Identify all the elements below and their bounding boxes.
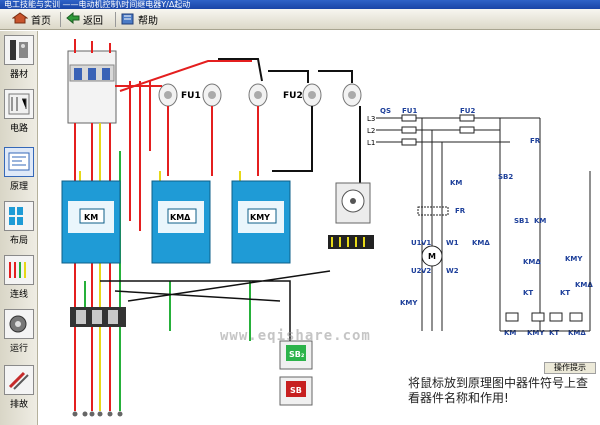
- coil-km-label: KM: [504, 329, 516, 337]
- fr-contact-label: FR: [530, 137, 541, 145]
- sb1-label: SB: [290, 386, 302, 395]
- sidebar-label: 器材: [9, 70, 28, 80]
- wiring-icon: [4, 255, 34, 285]
- sidebar-item-troubleshoot[interactable]: 排故: [2, 365, 36, 417]
- coil-kmd-label: KMΔ: [568, 329, 586, 337]
- help-icon: [121, 12, 135, 28]
- wiring-diagram: FU1 FU2 KM KMΔ: [61, 39, 374, 417]
- toolbar: 首页 返回 帮助: [0, 9, 600, 30]
- diagram-canvas: FU1 FU2 KM KMΔ: [40, 31, 600, 425]
- thermal-relay-fr[interactable]: [70, 307, 126, 327]
- hint-text: 将鼠标放到原理图中器件符号上查看器件名称和作用!: [408, 376, 589, 405]
- w2-label: W2: [446, 267, 459, 275]
- layout-icon: [4, 201, 34, 231]
- back-label: 返回: [83, 16, 103, 27]
- time-relay[interactable]: [328, 182, 374, 249]
- kmd-contact-label-2: KMΔ: [575, 281, 593, 289]
- sidebar-item-equipment[interactable]: 器材: [2, 35, 36, 87]
- sidebar-item-wiring[interactable]: 连线: [2, 255, 36, 307]
- v2-label: V2: [421, 267, 431, 275]
- w1-label: W1: [446, 239, 459, 247]
- u1-label: U1: [411, 239, 422, 247]
- sb1-schematic-label: SB1: [514, 217, 529, 225]
- home-icon: [11, 12, 29, 27]
- v1-label: V1: [421, 239, 431, 247]
- kmy-schematic-label: KMY: [400, 299, 418, 307]
- circuit-icon: [4, 89, 34, 119]
- circuit-breaker[interactable]: [67, 50, 117, 124]
- sidebar: 器材 电路 原理 布局 连线 运行 排故: [0, 31, 38, 425]
- contactor-kmd[interactable]: [151, 180, 211, 264]
- fu1-label: FU1: [181, 91, 201, 101]
- fu2-label: FU2: [283, 91, 303, 101]
- troubleshoot-icon: [4, 365, 34, 395]
- sidebar-item-run[interactable]: 运行: [2, 309, 36, 361]
- terminal-block: [72, 411, 123, 417]
- sidebar-item-circuit[interactable]: 电路: [2, 89, 36, 141]
- fuse-fu1[interactable]: [158, 83, 268, 107]
- coil-kmy-label: KMY: [527, 329, 545, 337]
- kmd-schematic-label: KMΔ: [472, 239, 490, 247]
- sb2-schematic-label: SB2: [498, 173, 513, 181]
- kt-contact-label-2: KT: [560, 289, 570, 297]
- km-contact-label: KM: [534, 217, 546, 225]
- equipment-icon: [4, 35, 34, 65]
- help-button[interactable]: 帮助: [121, 11, 158, 28]
- sidebar-label: 电路: [9, 124, 28, 134]
- kmd-label: KMΔ: [170, 213, 191, 222]
- schematic-icon: [4, 147, 34, 177]
- km-schematic-label: KM: [450, 179, 462, 187]
- hint-tab[interactable]: 操作提示: [544, 362, 596, 374]
- home-button[interactable]: 首页: [11, 11, 51, 28]
- sidebar-item-schematic[interactable]: 原理: [2, 147, 36, 199]
- kmd-contact-label: KMΔ: [523, 258, 541, 266]
- km-label: KM: [84, 213, 98, 222]
- contactor-km[interactable]: [61, 180, 121, 264]
- qs-label: QS: [380, 107, 391, 115]
- home-label: 首页: [31, 16, 51, 27]
- sidebar-item-layout[interactable]: 布局: [2, 201, 36, 253]
- sidebar-label: 连线: [9, 290, 28, 300]
- run-icon: [4, 309, 34, 339]
- back-button[interactable]: 返回: [66, 11, 103, 28]
- back-arrow-icon: [66, 11, 80, 27]
- sidebar-label: 排故: [9, 400, 28, 410]
- fu2-schematic-label: FU2: [460, 107, 475, 115]
- coil-kt-label: KT: [549, 329, 559, 337]
- contactor-kmy[interactable]: [231, 180, 291, 264]
- sidebar-label: 运行: [9, 344, 28, 354]
- fu1-schematic-label: FU1: [402, 107, 417, 115]
- u2-label: U2: [411, 267, 422, 275]
- sidebar-label: 布局: [9, 236, 28, 246]
- fuse-fu2[interactable]: [302, 83, 362, 107]
- fr-schematic-label: FR: [455, 207, 466, 215]
- help-label: 帮助: [138, 16, 158, 27]
- kmy-label: KMY: [250, 213, 270, 222]
- stop-button-sb1[interactable]: [279, 376, 313, 406]
- motor-label: M: [428, 252, 436, 261]
- watermark: www.eqishare.com: [220, 328, 371, 344]
- kmy-contact-label: KMY: [565, 255, 583, 263]
- window-title: 电工技能与实训 ——电动机控制\时间继电器Y/Δ起动: [0, 0, 600, 9]
- kt-contact-label: KT: [523, 289, 533, 297]
- sb2-label: SB₂: [289, 350, 305, 359]
- sidebar-label: 原理: [9, 182, 28, 192]
- start-button-sb2[interactable]: [279, 340, 313, 370]
